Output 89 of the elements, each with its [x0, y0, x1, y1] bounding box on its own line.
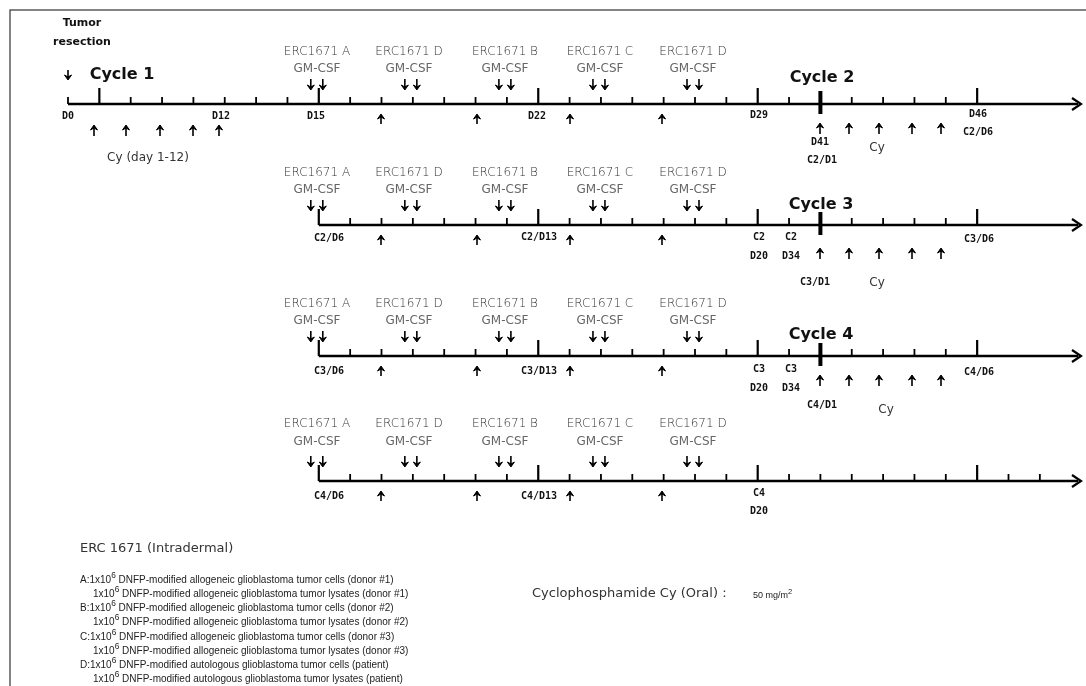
day-label: C3 [753, 362, 765, 374]
dose-label: ERC1671 C [566, 417, 634, 431]
adjuvant-label: GM-CSF [576, 435, 624, 449]
day-label: D22 [527, 109, 547, 121]
adjuvant-label: GM-CSF [293, 435, 341, 449]
day-label: C4/D1 [806, 398, 838, 410]
drug-label: Cy [869, 276, 885, 290]
legend-line: C:1x10$^{6}$ DNFP-modified allogeneic glioblastoma tumor cells (donor #3) [80, 628, 395, 642]
dose-label: ERC1671 D [659, 166, 727, 180]
day-label: D15 [306, 109, 326, 121]
day-label: D46 [968, 107, 988, 119]
day-label: D0 [62, 109, 74, 121]
legend-line: A:1x10$^{6}$ DNFP-modified allogeneic glioblastoma tumor cells (donor #1) [80, 571, 394, 585]
day-label: D41 [810, 135, 830, 147]
day-label: C3/D13 [520, 364, 558, 376]
dose-label: ERC1671 A [283, 45, 351, 59]
adjuvant-label: GM-CSF [385, 183, 433, 197]
day-label: C2/D13 [520, 230, 558, 242]
day-label: C3/D1 [799, 275, 831, 287]
dose-label: ERC1671 D [375, 417, 443, 431]
legend-line: B:1x10$^{6}$ DNFP-modified allogeneic glioblastoma tumor cells (donor #2) [80, 599, 394, 613]
legend-line: 1x10$^{6}$ DNFP-modified allogeneic glioblastoma tumor lysates (donor #2) [93, 613, 409, 627]
dose-label: ERC1671 D [659, 297, 727, 311]
day-label: C2 [753, 230, 765, 242]
day-label: C3/D6 [314, 364, 345, 376]
drug-label: Cy (day 1-12) [107, 151, 189, 165]
adjuvant-label: GM-CSF [293, 183, 341, 197]
dose-label: ERC1671 B [472, 417, 538, 431]
day-label: C4/D6 [963, 365, 995, 377]
dose-label: ERC1671 C [566, 45, 634, 59]
dosage-label: Cyclophosphamide Cy (Oral) : [532, 585, 727, 601]
dose-label: ERC1671 C [566, 166, 634, 180]
day-label: D29 [749, 108, 769, 120]
day-label: D12 [211, 109, 231, 121]
drug-label: Cy [878, 403, 894, 417]
day-label: D34 [781, 249, 801, 261]
adjuvant-label: GM-CSF [576, 183, 624, 197]
adjuvant-label: GM-CSF [481, 435, 529, 449]
dose-label: ERC1671 A [283, 166, 351, 180]
adjuvant-label: GM-CSF [669, 435, 717, 449]
adjuvant-label: GM-CSF [385, 314, 433, 328]
day-label: C3/D6 [963, 232, 995, 244]
adjuvant-label: GM-CSF [293, 62, 341, 76]
day-label: C4/D13 [520, 489, 558, 501]
drug-label: Cy [869, 141, 885, 155]
day-label: D34 [781, 381, 801, 393]
adjuvant-label: GM-CSF [481, 183, 529, 197]
dose-label: ERC1671 D [375, 297, 443, 311]
adjuvant-label: GM-CSF [385, 62, 433, 76]
day-label: D20 [749, 381, 769, 393]
dose-label: ERC1671 B [472, 166, 538, 180]
day-label: D20 [749, 504, 769, 516]
adjuvant-label: GM-CSF [669, 62, 717, 76]
cycle-label: Cycle 3 [788, 195, 854, 213]
day-label: C2/D1 [806, 153, 838, 165]
legend-line: 1x10$^{6}$ DNFP-modified autologous glioblastoma tumor lysates (patient) [93, 670, 403, 684]
adjuvant-label: GM-CSF [293, 314, 341, 328]
cycle-label: Cycle 2 [789, 68, 855, 86]
day-label: C4/D6 [314, 489, 345, 501]
adjuvant-label: GM-CSF [385, 435, 433, 449]
adjuvant-label: GM-CSF [481, 314, 529, 328]
cycle-label: Cycle 4 [788, 325, 854, 343]
dose-label: ERC1671 B [472, 297, 538, 311]
dose-label: ERC1671 A [283, 417, 351, 431]
heading-label: Tumor resection [52, 15, 112, 50]
adjuvant-label: GM-CSF [481, 62, 529, 76]
legend-heading: ERC 1671 (Intradermal) [80, 540, 234, 556]
dose-label: ERC1671 D [375, 45, 443, 59]
day-label: C4 [753, 486, 765, 498]
dosage-value: 50 mg/m$^{2}$ [753, 587, 793, 601]
adjuvant-label: GM-CSF [669, 183, 717, 197]
day-label: D20 [749, 249, 769, 261]
adjuvant-label: GM-CSF [669, 314, 717, 328]
day-label: C3 [785, 362, 797, 374]
legend-line: 1x10$^{6}$ DNFP-modified allogeneic glioblastoma tumor lysates (donor #1) [93, 585, 409, 599]
cycle-label: Cycle 1 [89, 65, 155, 83]
dose-label: ERC1671 D [659, 45, 727, 59]
dose-label: ERC1671 D [375, 166, 443, 180]
adjuvant-label: GM-CSF [576, 62, 624, 76]
dose-label: ERC1671 D [659, 417, 727, 431]
day-label: C2/D6 [962, 125, 994, 137]
legend-line: D:1x10$^{6}$ DNFP-modified autologous glioblastoma tumor cells (patient) [80, 656, 389, 670]
adjuvant-label: GM-CSF [576, 314, 624, 328]
dose-label: ERC1671 C [566, 297, 634, 311]
day-label: C2 [785, 230, 797, 242]
day-label: C2/D6 [314, 231, 345, 243]
dose-label: ERC1671 B [472, 45, 538, 59]
legend-line: 1x10$^{6}$ DNFP-modified allogeneic glioblastoma tumor lysates (donor #3) [93, 642, 409, 656]
dose-label: ERC1671 A [283, 297, 351, 311]
